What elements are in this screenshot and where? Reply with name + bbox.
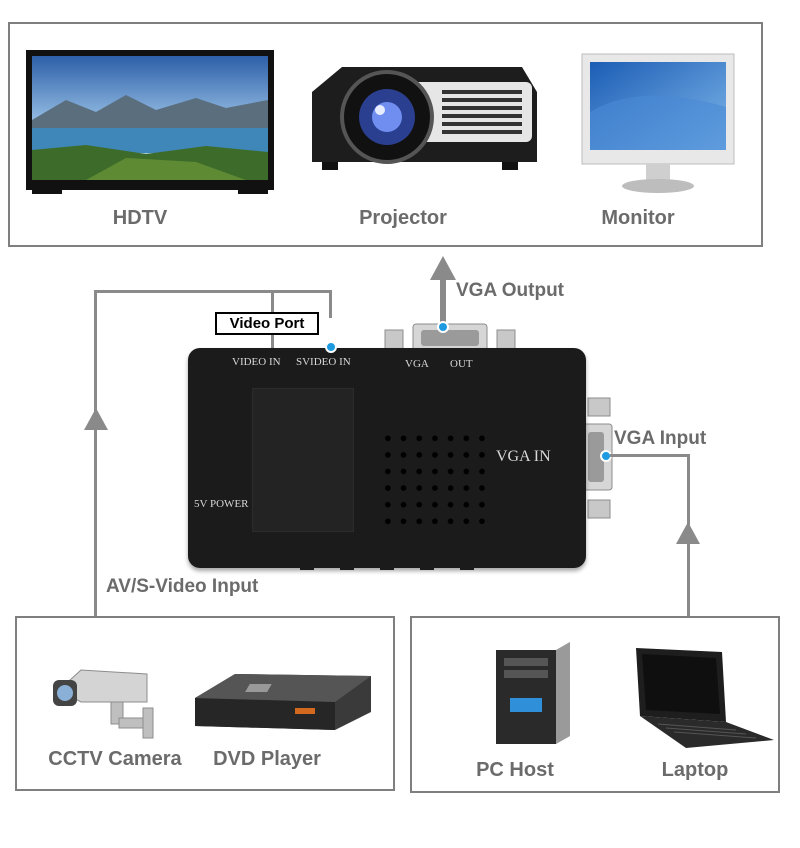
out-text: OUT: [450, 358, 473, 370]
dvd-player-label: DVD Player: [213, 748, 321, 770]
vga-input-label: VGA Input: [614, 428, 707, 449]
vga-output-arrow: [430, 256, 456, 280]
front-panel: [252, 388, 354, 532]
dvd-player-icon: [195, 674, 371, 730]
hdtv-icon: [26, 50, 274, 194]
hdtv-label: HDTV: [112, 207, 168, 229]
laptop-icon: [636, 648, 774, 748]
converter-body: VIDEO IN SVIDEO IN VGA OUT VGA IN 5V POW…: [188, 348, 586, 568]
pc-host-label: PC Host: [476, 759, 554, 781]
pc-host-icon: [496, 642, 570, 744]
output-devices-box: HDTV Projector Monitor: [8, 22, 763, 247]
svideo-in-text: SVIDEO IN: [296, 356, 351, 368]
monitor-icon: [581, 53, 735, 193]
av-input-arrow: [84, 408, 108, 430]
monitor-label: Monitor: [601, 207, 675, 229]
cctv-camera-label: CCTV Camera: [48, 748, 182, 770]
vga-output-line: [440, 278, 446, 328]
cctv-camera-icon: [53, 669, 154, 739]
vga-text: VGA: [405, 358, 429, 370]
av-input-label: AV/S-Video Input: [106, 576, 259, 597]
bottom-nubs: [300, 566, 480, 570]
speaker-grille: [380, 430, 490, 530]
vga-out-connector-dot: [437, 321, 449, 333]
vga-output-label: VGA Output: [456, 280, 564, 301]
av-path-left: [94, 290, 97, 618]
video-port-label: Video Port: [215, 312, 319, 335]
av-path-right: [329, 290, 332, 318]
projector-label: Projector: [359, 207, 447, 229]
vga-input-arrow: [676, 522, 700, 544]
projector-icon: [312, 67, 537, 170]
svideo-connector-dot: [325, 341, 337, 353]
av-path-top: [94, 290, 332, 293]
laptop-label: Laptop: [661, 759, 729, 781]
vga-in-port: [581, 397, 613, 519]
av-sources-box: CCTV Camera DVD Player: [15, 616, 395, 791]
vga-sources-box: PC Host Laptop: [410, 616, 780, 793]
vga-out-port: [384, 323, 516, 355]
vga-in-path-h: [610, 454, 690, 457]
vga-in-text: VGA IN: [496, 448, 551, 465]
video-in-text: VIDEO IN: [232, 356, 281, 368]
power-text: 5V POWER: [194, 498, 249, 510]
